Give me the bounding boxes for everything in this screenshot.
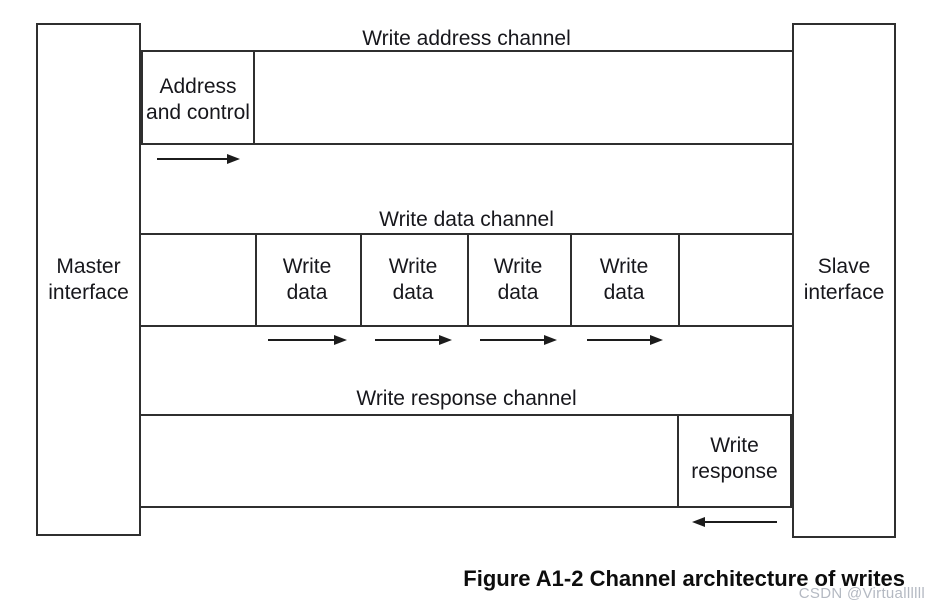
write-data-cell-divider-3	[467, 233, 469, 327]
master-interface-box	[36, 23, 141, 536]
write-data-flow-right-arrow-icon-3	[480, 335, 557, 345]
response-flow-left-arrow-icon	[692, 517, 777, 527]
slave-interface-box	[792, 23, 896, 538]
write-response-box	[677, 414, 792, 508]
write-data-label-4: Write data	[599, 255, 649, 304]
write-response-channel-top-line	[141, 414, 792, 416]
write-data-cell-divider-4	[570, 233, 572, 327]
write-data-flow-right-arrow-icon-4	[587, 335, 663, 345]
write-data-cell-divider-1	[255, 233, 257, 327]
address-and-control-box	[141, 50, 255, 145]
write-address-channel-bottom-line	[141, 143, 792, 145]
write-data-flow-right-arrow-icon-1	[268, 335, 347, 345]
write-address-channel-top-line	[141, 50, 792, 52]
slave-interface-label: Slave interface	[803, 255, 885, 304]
write-data-cell-divider-2	[360, 233, 362, 327]
write-data-label-3: Write data	[493, 255, 543, 304]
write-address-channel-label: Write address channel	[362, 27, 571, 50]
write-data-channel-top-line	[141, 233, 792, 235]
write-response-channel-bottom-line	[141, 506, 792, 508]
write-data-channel-label: Write data channel	[379, 208, 554, 231]
write-data-label-1: Write data	[282, 255, 332, 304]
write-response-channel-label: Write response channel	[356, 387, 577, 410]
master-interface-label: Master interface	[48, 255, 129, 304]
write-data-channel-bottom-line	[141, 325, 792, 327]
address-flow-right-arrow-icon	[157, 154, 240, 164]
write-data-cell-divider-5	[678, 233, 680, 327]
write-response-label: Write response	[691, 434, 778, 483]
figure-caption: Figure A1-2 Channel architecture of writ…	[463, 566, 905, 591]
write-data-flow-right-arrow-icon-2	[375, 335, 452, 345]
address-and-control-label: Address and control	[146, 75, 250, 124]
write-data-label-2: Write data	[388, 255, 438, 304]
watermark-text: CSDN @Virtuallllll	[798, 585, 925, 602]
